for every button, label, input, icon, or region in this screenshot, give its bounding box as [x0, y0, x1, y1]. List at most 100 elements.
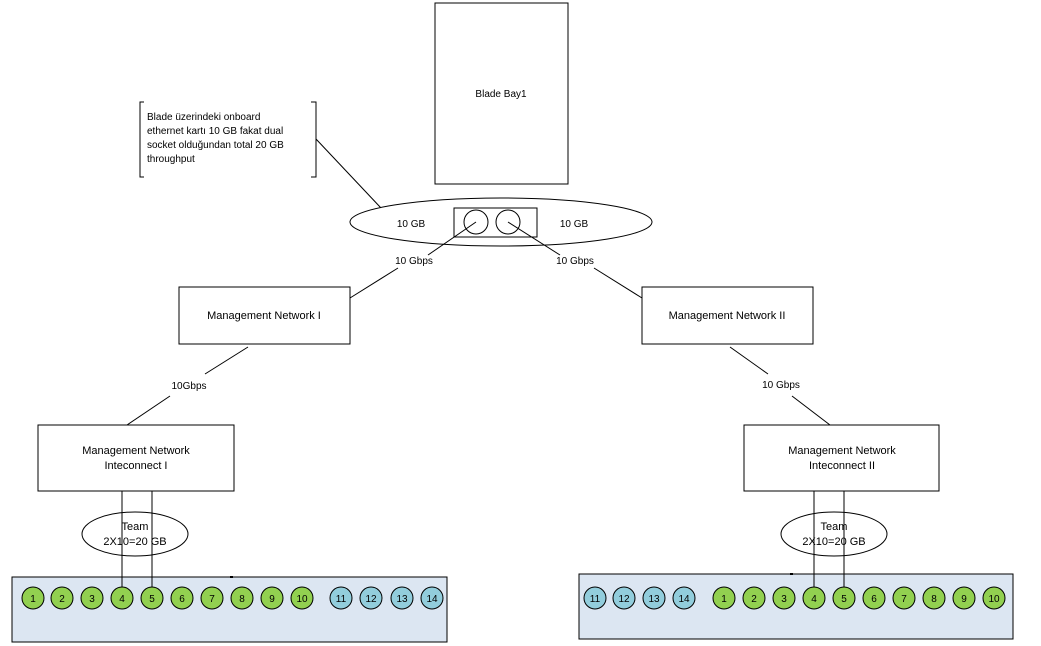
interconnect-2-line1: Management Network: [788, 445, 896, 457]
enclosure-1-port-13-label: 13: [396, 594, 408, 605]
enclosure-1-port-8: [230, 586, 254, 610]
team-1-line2: 2X10=20 GB: [103, 536, 166, 548]
interconnect-1: Management Network Inteconnect I: [37, 424, 235, 492]
enclosure-2-port-14-label: 14: [678, 594, 690, 605]
interconnect-1-line2: Inteconnect I: [105, 460, 168, 472]
enclosure-1-port-4: [110, 586, 134, 610]
enclosure-1-port-3: [80, 586, 104, 610]
interconnect-2: Management Network Inteconnect II: [743, 424, 940, 492]
enclosure-1-port-6-label: 6: [179, 594, 185, 605]
links-nic-mgmt: 10 Gbps 10 Gbps: [349, 221, 643, 299]
enclosure-1-port-5-label: 5: [149, 594, 155, 605]
enclosure-2-port-6-label: 6: [871, 594, 877, 605]
enclosure-1-port-3-label: 3: [89, 594, 95, 605]
note-line-2: ethernet kartı 10 GB fakat dual: [147, 126, 283, 137]
enclosure-2-port-4: [802, 586, 826, 610]
enclosure-2-port-12-label: 12: [618, 594, 630, 605]
link-nic-mgmt2-label: 10 Gbps: [556, 256, 594, 267]
enclosure-2-port-2: [742, 586, 766, 610]
note-annotation: Blade üzerindeki onboard ethernet kartı …: [139, 101, 382, 209]
mgmt-network-1-label: Management Network I: [207, 310, 321, 322]
enclosure-2-port-12: [612, 586, 636, 610]
team-1: Team 2X10=20 GB: [81, 511, 189, 557]
link-nic-mgmt2-lower: [593, 267, 643, 299]
interconnect-1-line1: Management Network: [82, 445, 190, 457]
enclosure-2-port-5-label: 5: [841, 594, 847, 605]
team-1-ellipse: [81, 511, 189, 557]
link-mgmt1-ic1-label: 10Gbps: [171, 381, 206, 392]
enclosure-2-port-13: [642, 586, 666, 610]
onboard-nic: 10 GB 10 GB: [349, 197, 653, 247]
enclosure-2-port-9: [952, 586, 976, 610]
link-nic-mgmt1-label: 10 Gbps: [395, 256, 433, 267]
enclosure-1-port-9: [260, 586, 284, 610]
enclosure-1-port-4-label: 4: [119, 594, 125, 605]
enclosure-2-port-8: [922, 586, 946, 610]
enclosure-1-port-1-label: 1: [30, 594, 36, 605]
enclosure-1-port-1: [21, 586, 45, 610]
enclosure-2-port-13-label: 13: [648, 594, 660, 605]
note-bracket-right: [311, 101, 317, 178]
link-nic-mgmt2-upper: [507, 221, 561, 256]
link-mgmt1-ic1-upper: [204, 346, 249, 375]
enclosure-1-port-12: [359, 586, 383, 610]
enclosure-2-port-14: [672, 586, 696, 610]
enclosure-2-port-1-label: 1: [721, 594, 727, 605]
link-mgmt1-ic1-lower: [126, 395, 171, 426]
enclosure-2-port-9-label: 9: [961, 594, 967, 605]
enclosure-2-port-5: [832, 586, 856, 610]
enclosure-2-port-6: [862, 586, 886, 610]
link-nic-mgmt1-lower: [349, 267, 399, 299]
note-connector: [315, 138, 382, 209]
team-2-ellipse: [780, 511, 888, 557]
enclosure-1-port-7-label: 7: [209, 594, 215, 605]
enclosure-2-port-1: [712, 586, 736, 610]
enclosure-2-port-3: [772, 586, 796, 610]
enclosure-2-port-7: [892, 586, 916, 610]
enclosure-1-port-8-label: 8: [239, 594, 245, 605]
enclosure-1-port-11: [329, 586, 353, 610]
enclosure-2-port-7-label: 7: [901, 594, 907, 605]
team-2-line2: 2X10=20 GB: [802, 536, 865, 548]
blade-bay-label: Blade Bay1: [475, 89, 527, 100]
enclosure-1-port-13: [390, 586, 414, 610]
enclosure-2: [578, 573, 1014, 640]
enclosure-2-port-4-label: 4: [811, 594, 817, 605]
enclosure-2-port-3-label: 3: [781, 594, 787, 605]
mgmt-network-2: Management Network II: [641, 286, 814, 345]
enclosure-1: [11, 576, 448, 643]
team-2-line1: Team: [821, 521, 848, 533]
note-bracket-left: [139, 101, 144, 178]
enclosure-1-port-10: [290, 586, 314, 610]
mgmt-network-1: Management Network I: [178, 286, 351, 345]
link-nic-mgmt1-upper: [427, 221, 477, 256]
team-1-line1: Team: [122, 521, 149, 533]
nic-left-label: 10 GB: [397, 219, 426, 230]
enclosure-2-port-10-label: 10: [988, 594, 1000, 605]
note-line-3: socket olduğundan total 20 GB: [147, 140, 284, 151]
link-mgmt2-ic2-upper: [729, 346, 769, 375]
mgmt-network-2-label: Management Network II: [669, 310, 786, 322]
enclosure-1-port-6: [170, 586, 194, 610]
enclosure-1-port-5: [140, 586, 164, 610]
enclosure-2-port-10: [982, 586, 1006, 610]
note-line-1: Blade üzerindeki onboard: [147, 112, 260, 123]
enclosure-1-port-7: [200, 586, 224, 610]
links-mgmt-interconnect: 10Gbps 10 Gbps: [126, 346, 831, 426]
enclosure-1-port-10-label: 10: [296, 594, 308, 605]
link-mgmt2-ic2-lower: [791, 395, 831, 426]
interconnect-2-line2: Inteconnect II: [809, 460, 875, 472]
enclosure-2-port-11: [583, 586, 607, 610]
blade-bay: Blade Bay1: [434, 2, 569, 185]
enclosure-1-port-12-label: 12: [365, 594, 377, 605]
enclosure-1-port-2-label: 2: [59, 594, 65, 605]
enclosure-2-port-11-label: 11: [590, 594, 601, 605]
nic-right-label: 10 GB: [560, 219, 589, 230]
enclosure-2-port-8-label: 8: [931, 594, 937, 605]
enclosure-1-port-11-label: 11: [336, 594, 347, 605]
enclosure-1-port-14-label: 14: [426, 594, 438, 605]
enclosure-1-port-14: [420, 586, 444, 610]
